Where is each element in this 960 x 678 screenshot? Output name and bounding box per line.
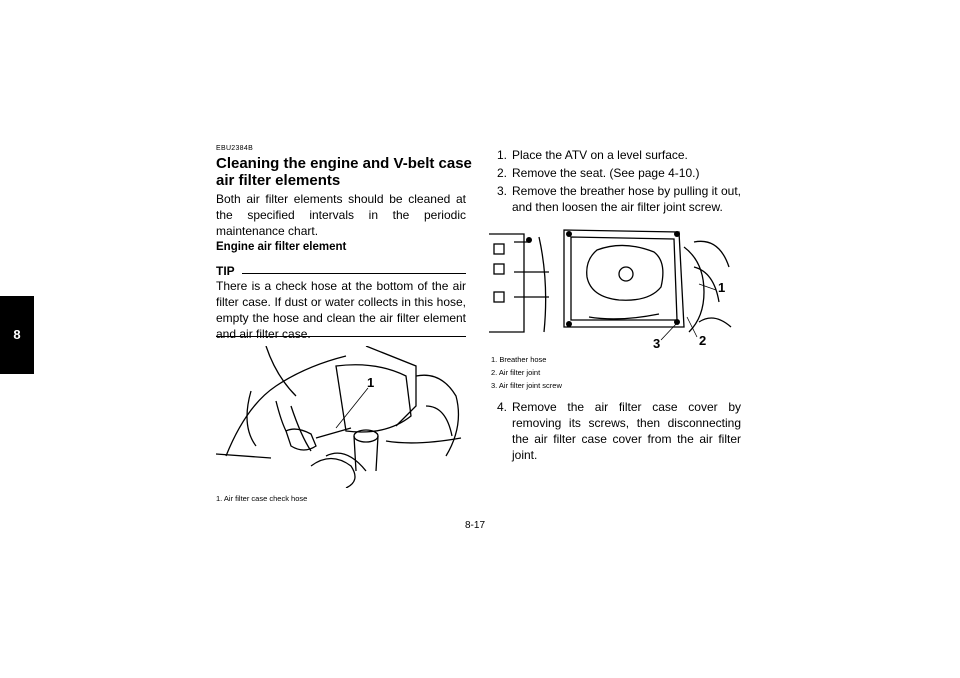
list-item: 3.Remove the breather hose by pulling it… xyxy=(497,184,741,214)
list-item: 4.Remove the air filter case cover by re… xyxy=(497,400,741,462)
figure2-callout-3: 3 xyxy=(653,336,660,350)
page-number: 8-17 xyxy=(465,520,486,531)
tip-text: There is a check hose at the bottom of t… xyxy=(216,279,466,341)
figure2-caption-3: 3. Air filter joint screw xyxy=(491,381,562,390)
section-tab: 8 xyxy=(0,296,34,374)
air-filter-case-illustration: 1 2 3 xyxy=(489,229,732,350)
intro-paragraph: Both air filter elements should be clean… xyxy=(216,192,466,238)
figure2-caption-2: 2. Air filter joint xyxy=(491,368,541,377)
steps-list-a: 1.Place the ATV on a level surface. 2.Re… xyxy=(489,147,741,217)
subheading: Engine air filter element xyxy=(216,241,347,253)
list-item: 1.Place the ATV on a level surface. xyxy=(497,148,688,162)
figure2-callout-2: 2 xyxy=(699,333,706,348)
figure1-caption-1: 1. Air filter case check hose xyxy=(216,494,308,503)
tip-top-rule xyxy=(242,273,466,274)
list-item: 2.Remove the seat. (See page 4-10.) xyxy=(497,166,700,180)
figure2-callout-1: 1 xyxy=(718,280,725,295)
figure2-caption-1: 1. Breather hose xyxy=(491,355,547,364)
section-title: Cleaning the engine and V-belt case air … xyxy=(216,155,472,189)
steps-list-b: 4.Remove the air filter case cover by re… xyxy=(489,399,741,465)
doc-code: EBU2384B xyxy=(216,145,254,152)
tip-label: TIP xyxy=(216,264,235,278)
air-filter-check-hose-illustration: 1 xyxy=(216,346,462,488)
tip-bottom-rule xyxy=(216,336,466,337)
figure1-callout-1: 1 xyxy=(367,375,374,390)
